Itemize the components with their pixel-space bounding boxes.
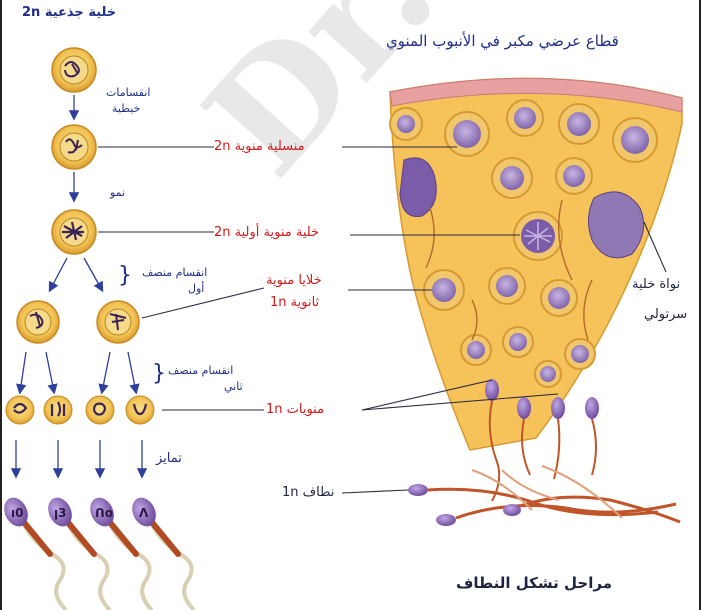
meiosis1-brace: } (118, 263, 132, 288)
spermatid-3 (86, 396, 114, 424)
svg-text:ı0: ı0 (11, 506, 23, 520)
tubule-cell (565, 339, 595, 369)
diagram-caption: مراحل تشكل النطاف (456, 574, 612, 592)
spermatid-2 (44, 396, 72, 424)
tubule-cell (461, 335, 491, 365)
tubule-cell (556, 158, 592, 194)
label-mitosis-line1: انقسامات (106, 86, 150, 100)
mature-sperm-cells: ı0 ꞁ3 ᑎo ᐱ (2, 494, 194, 610)
tubule-cell (503, 327, 533, 357)
label-differentiation: تمايز (156, 450, 182, 467)
primary-spermatocyte-cell (52, 210, 96, 254)
spermatogonium-cell (52, 125, 96, 169)
stem-cell (52, 48, 96, 92)
spermatid-1 (6, 396, 34, 424)
label-secondary-line1: خلايا منوية (266, 272, 322, 289)
label-primary-spermatocyte: خلية منوية أولية 2n (214, 224, 319, 241)
label-mitosis-line2: خيطية (112, 102, 140, 116)
label-sertoli-line1: نواة خلية (632, 276, 680, 293)
tubule-cell (559, 104, 599, 144)
tubule-cell (492, 158, 532, 198)
spermatid-cells (6, 396, 154, 424)
label-spermatogonium: منسلية منوية 2n (214, 138, 305, 155)
meiosis2-brace: } (152, 361, 166, 386)
label-sertoli-line2: سرتولي (644, 306, 687, 323)
svg-text:ᑎo: ᑎo (95, 506, 113, 520)
label-secondary-line2: ثانوية 1n (270, 294, 319, 311)
tubule-cell (489, 268, 525, 304)
label-meiosis2-line1: انقسام منصف (168, 364, 233, 378)
label-meiosis1-line1: انقسام منصف (142, 266, 207, 280)
primary-spermatocyte-in-tubule (514, 212, 562, 260)
sertoli-nucleus-right (588, 192, 643, 258)
secondary-spermatocyte-cell-left (17, 301, 59, 343)
svg-text:ᐱ: ᐱ (139, 506, 149, 520)
tubule-section (390, 78, 682, 526)
tubule-cell (613, 118, 657, 162)
spermatid-4 (126, 396, 154, 424)
sertoli-nucleus-left (400, 158, 436, 217)
label-sperm: نطاف 1n (282, 484, 334, 501)
diagram-title: قطاع عرضي مكبر في الأنبوب المنوي (386, 32, 619, 50)
label-meiosis2-line2: ثاني (224, 380, 243, 394)
tubule-cell (507, 100, 543, 136)
label-spermatids: منويات 1n (266, 401, 324, 418)
lineage-column: ı0 ꞁ3 ᑎo ᐱ (2, 48, 194, 610)
label-stem-cell: خلية جذعية 2n (22, 4, 116, 21)
label-meiosis1-line2: أول (188, 282, 204, 296)
tubule-cell (390, 108, 422, 140)
tubule-cell (445, 112, 489, 156)
tubule-cell (535, 361, 561, 387)
free-sperm (408, 466, 680, 526)
secondary-spermatocyte-cell-right (97, 301, 139, 343)
tubule-cell (541, 280, 577, 316)
svg-text:ꞁ3: ꞁ3 (54, 506, 66, 520)
label-growth: نمو (110, 186, 125, 200)
